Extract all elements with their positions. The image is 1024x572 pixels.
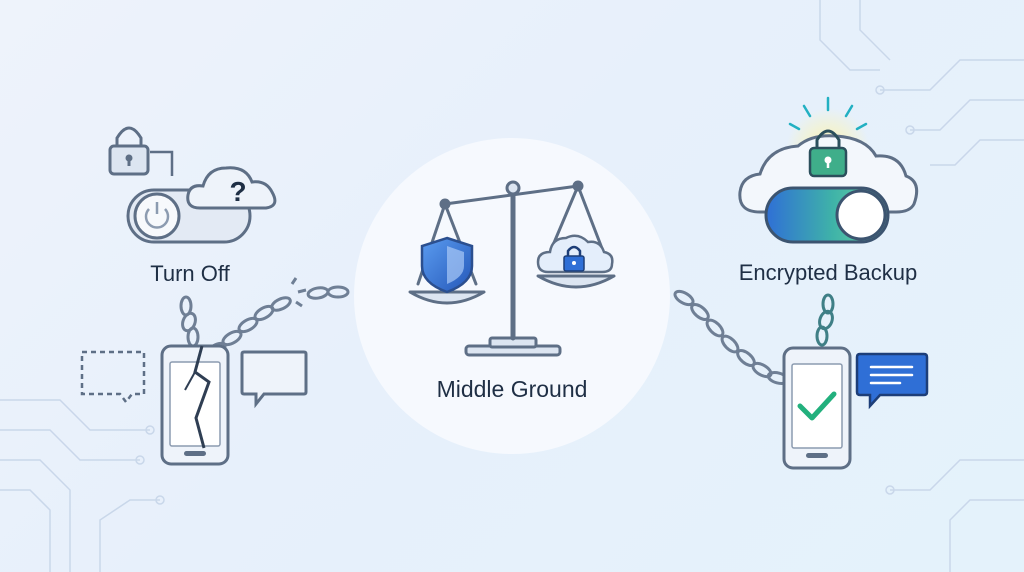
right-chain-top — [815, 293, 835, 347]
blue-chat-bubble-icon — [855, 352, 929, 410]
secure-phone-icon — [782, 346, 852, 470]
right-chain — [673, 289, 790, 385]
glow-rays — [788, 96, 868, 131]
encrypted-backup-label: Encrypted Backup — [739, 260, 918, 285]
checkmark-icon — [797, 391, 837, 421]
toggle-on-switch[interactable] — [764, 186, 890, 244]
broken-phone-icon — [160, 344, 230, 466]
left-chain — [179, 277, 350, 359]
dashed-chat-bubble-icon — [80, 350, 146, 405]
green-lock-icon — [808, 129, 848, 178]
chat-bubble-icon — [240, 350, 308, 409]
left-lock-icon — [108, 126, 174, 176]
cloud-lock-icon — [536, 234, 614, 274]
shield-icon — [420, 236, 474, 294]
turn-off-label: Turn Off — [150, 261, 230, 286]
circuit-lines-left — [0, 399, 165, 572]
question-mark: ? — [229, 176, 246, 207]
power-icon — [144, 208, 170, 229]
question-cloud-icon: ? — [186, 166, 277, 210]
middle-ground-label: Middle Ground — [437, 376, 588, 402]
circuit-lines-right — [819, 0, 1024, 572]
